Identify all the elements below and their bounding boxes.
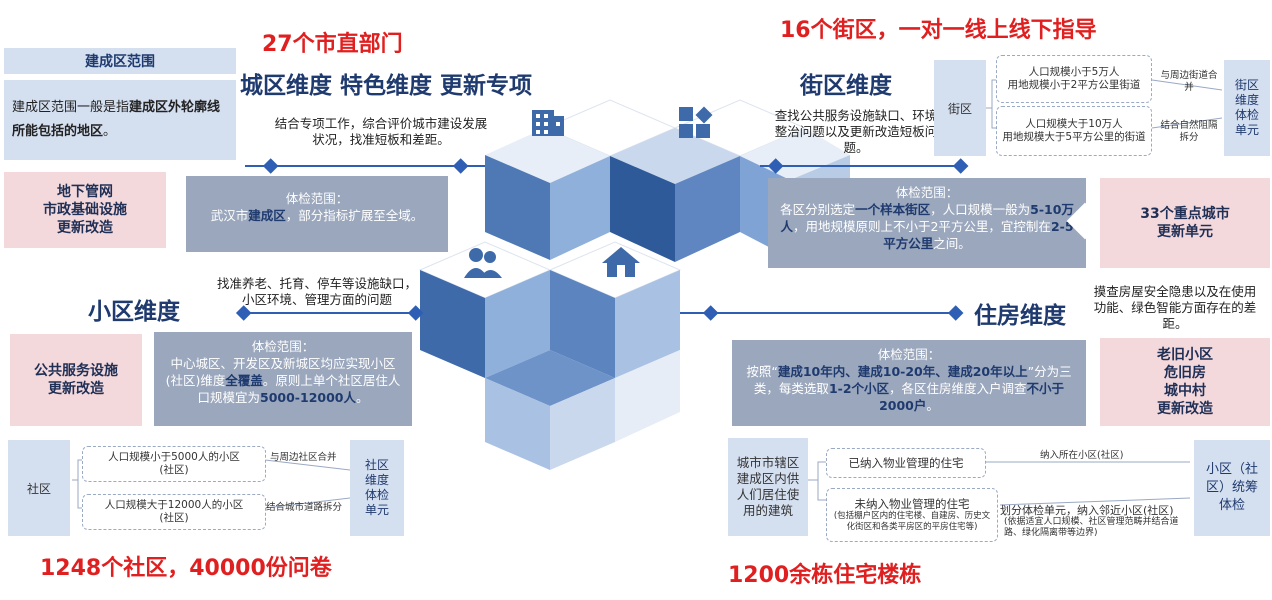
community-flow-split: 结合城市道路拆分	[266, 502, 343, 513]
housing-flow-start: 城市市辖区建成区内供人们居住使用的建筑	[728, 438, 808, 536]
headline-city: 27个市直部门	[262, 32, 403, 57]
street-range-box: 体检范围： 各区分别选定一个样本街区，人口规模一般为5-10万人，用地规模原则上…	[768, 178, 1086, 268]
street-description: 查找公共服务设施缺口、环境整治问题以及更新改造短板问题。	[774, 108, 938, 155]
street-flow-merge: 与周边街道合并	[1160, 70, 1218, 93]
housing-range-box: 体检范围： 按照“建成10年内、建成10-20年、建成20年以上”分为三类，每类…	[732, 340, 1086, 426]
community-flow-end: 社区 维度 体检 单元	[350, 440, 404, 536]
housing-description: 摸查房屋安全隐患以及在使用功能、绿色智能方面存在的差距。	[1093, 284, 1257, 331]
community-dimension-title: 小区维度	[88, 299, 180, 325]
housing-update-tag: 老旧小区 危旧房 城中村 更新改造	[1100, 338, 1270, 426]
community-flow-start: 社区	[8, 440, 70, 536]
street-flow-start: 街区	[934, 60, 986, 156]
city-range-box: 体检范围： 武汉市建成区，部分指标扩展至全域。	[186, 176, 448, 252]
housing-flow-managed: 已纳入物业管理的住宅	[826, 448, 986, 478]
housing-flow-divide: 划分体检单元，纳入邻近小区(社区) (依据适宜人口规模、社区管理范畴并结合道路、…	[1000, 504, 1179, 538]
city-dimension-title: 城区维度 特色维度 更新专项	[240, 73, 533, 99]
headline-community: 1248个社区，40000份问卷	[40, 556, 332, 581]
housing-dimension-title: 住房维度	[974, 303, 1066, 329]
housing-flow-unmanaged: 未纳入物业管理的住宅 (包括棚户区内的住宅楼、自建房、历史文化街区和各类平房区的…	[826, 488, 998, 542]
community-range-box: 体检范围： 中心城区、开发区及新城区均应实现小区(社区)维度全覆盖。原则上单个社…	[154, 332, 412, 426]
street-flow-large: 人口规模大于10万人 用地规模大于5平方公里的街道	[996, 106, 1152, 156]
community-flow-merge: 与周边社区合并	[270, 452, 337, 463]
headline-street: 16个街区，一对一线上线下指导	[780, 18, 1097, 43]
scope-description: 建成区范围一般是指建成区外轮廓线所能包括的地区。	[4, 80, 236, 160]
community-flow-small: 人口规模小于5000人的小区 (社区)	[82, 446, 266, 482]
building-icon	[528, 104, 566, 142]
city-description: 结合专项工作，综合评价城市建设发展状况，找准短板和差距。	[274, 116, 488, 147]
street-dimension-title: 街区维度	[800, 73, 892, 99]
community-description: 找准养老、托育、停车等设施缺口，小区环境、管理方面的问题	[216, 276, 417, 307]
street-flow-end: 街区 维度 体检 单元	[1224, 60, 1270, 156]
housing-flow-end: 小区（社区）统筹体检	[1194, 440, 1270, 536]
community-flow-large: 人口规模大于12000人的小区 (社区)	[82, 494, 266, 530]
street-flow-small: 人口规模小于5万人 用地规模小于2平方公里街道	[996, 55, 1152, 103]
house-icon	[600, 245, 642, 283]
community-update-tag: 公共服务设施 更新改造	[10, 334, 142, 426]
city-update-tag: 地下管网 市政基础设施 更新改造	[4, 172, 166, 248]
people-icon	[462, 244, 504, 284]
street-update-tag: 33个重点城市 更新单元	[1100, 178, 1270, 268]
headline-housing: 1200余栋住宅楼栋	[728, 563, 922, 588]
scope-title: 建成区范围	[4, 48, 236, 74]
housing-flow-into: 纳入所在小区(社区)	[1040, 450, 1124, 461]
street-flow-split: 结合自然阻隔拆分	[1160, 120, 1218, 143]
apps-icon	[676, 104, 716, 144]
